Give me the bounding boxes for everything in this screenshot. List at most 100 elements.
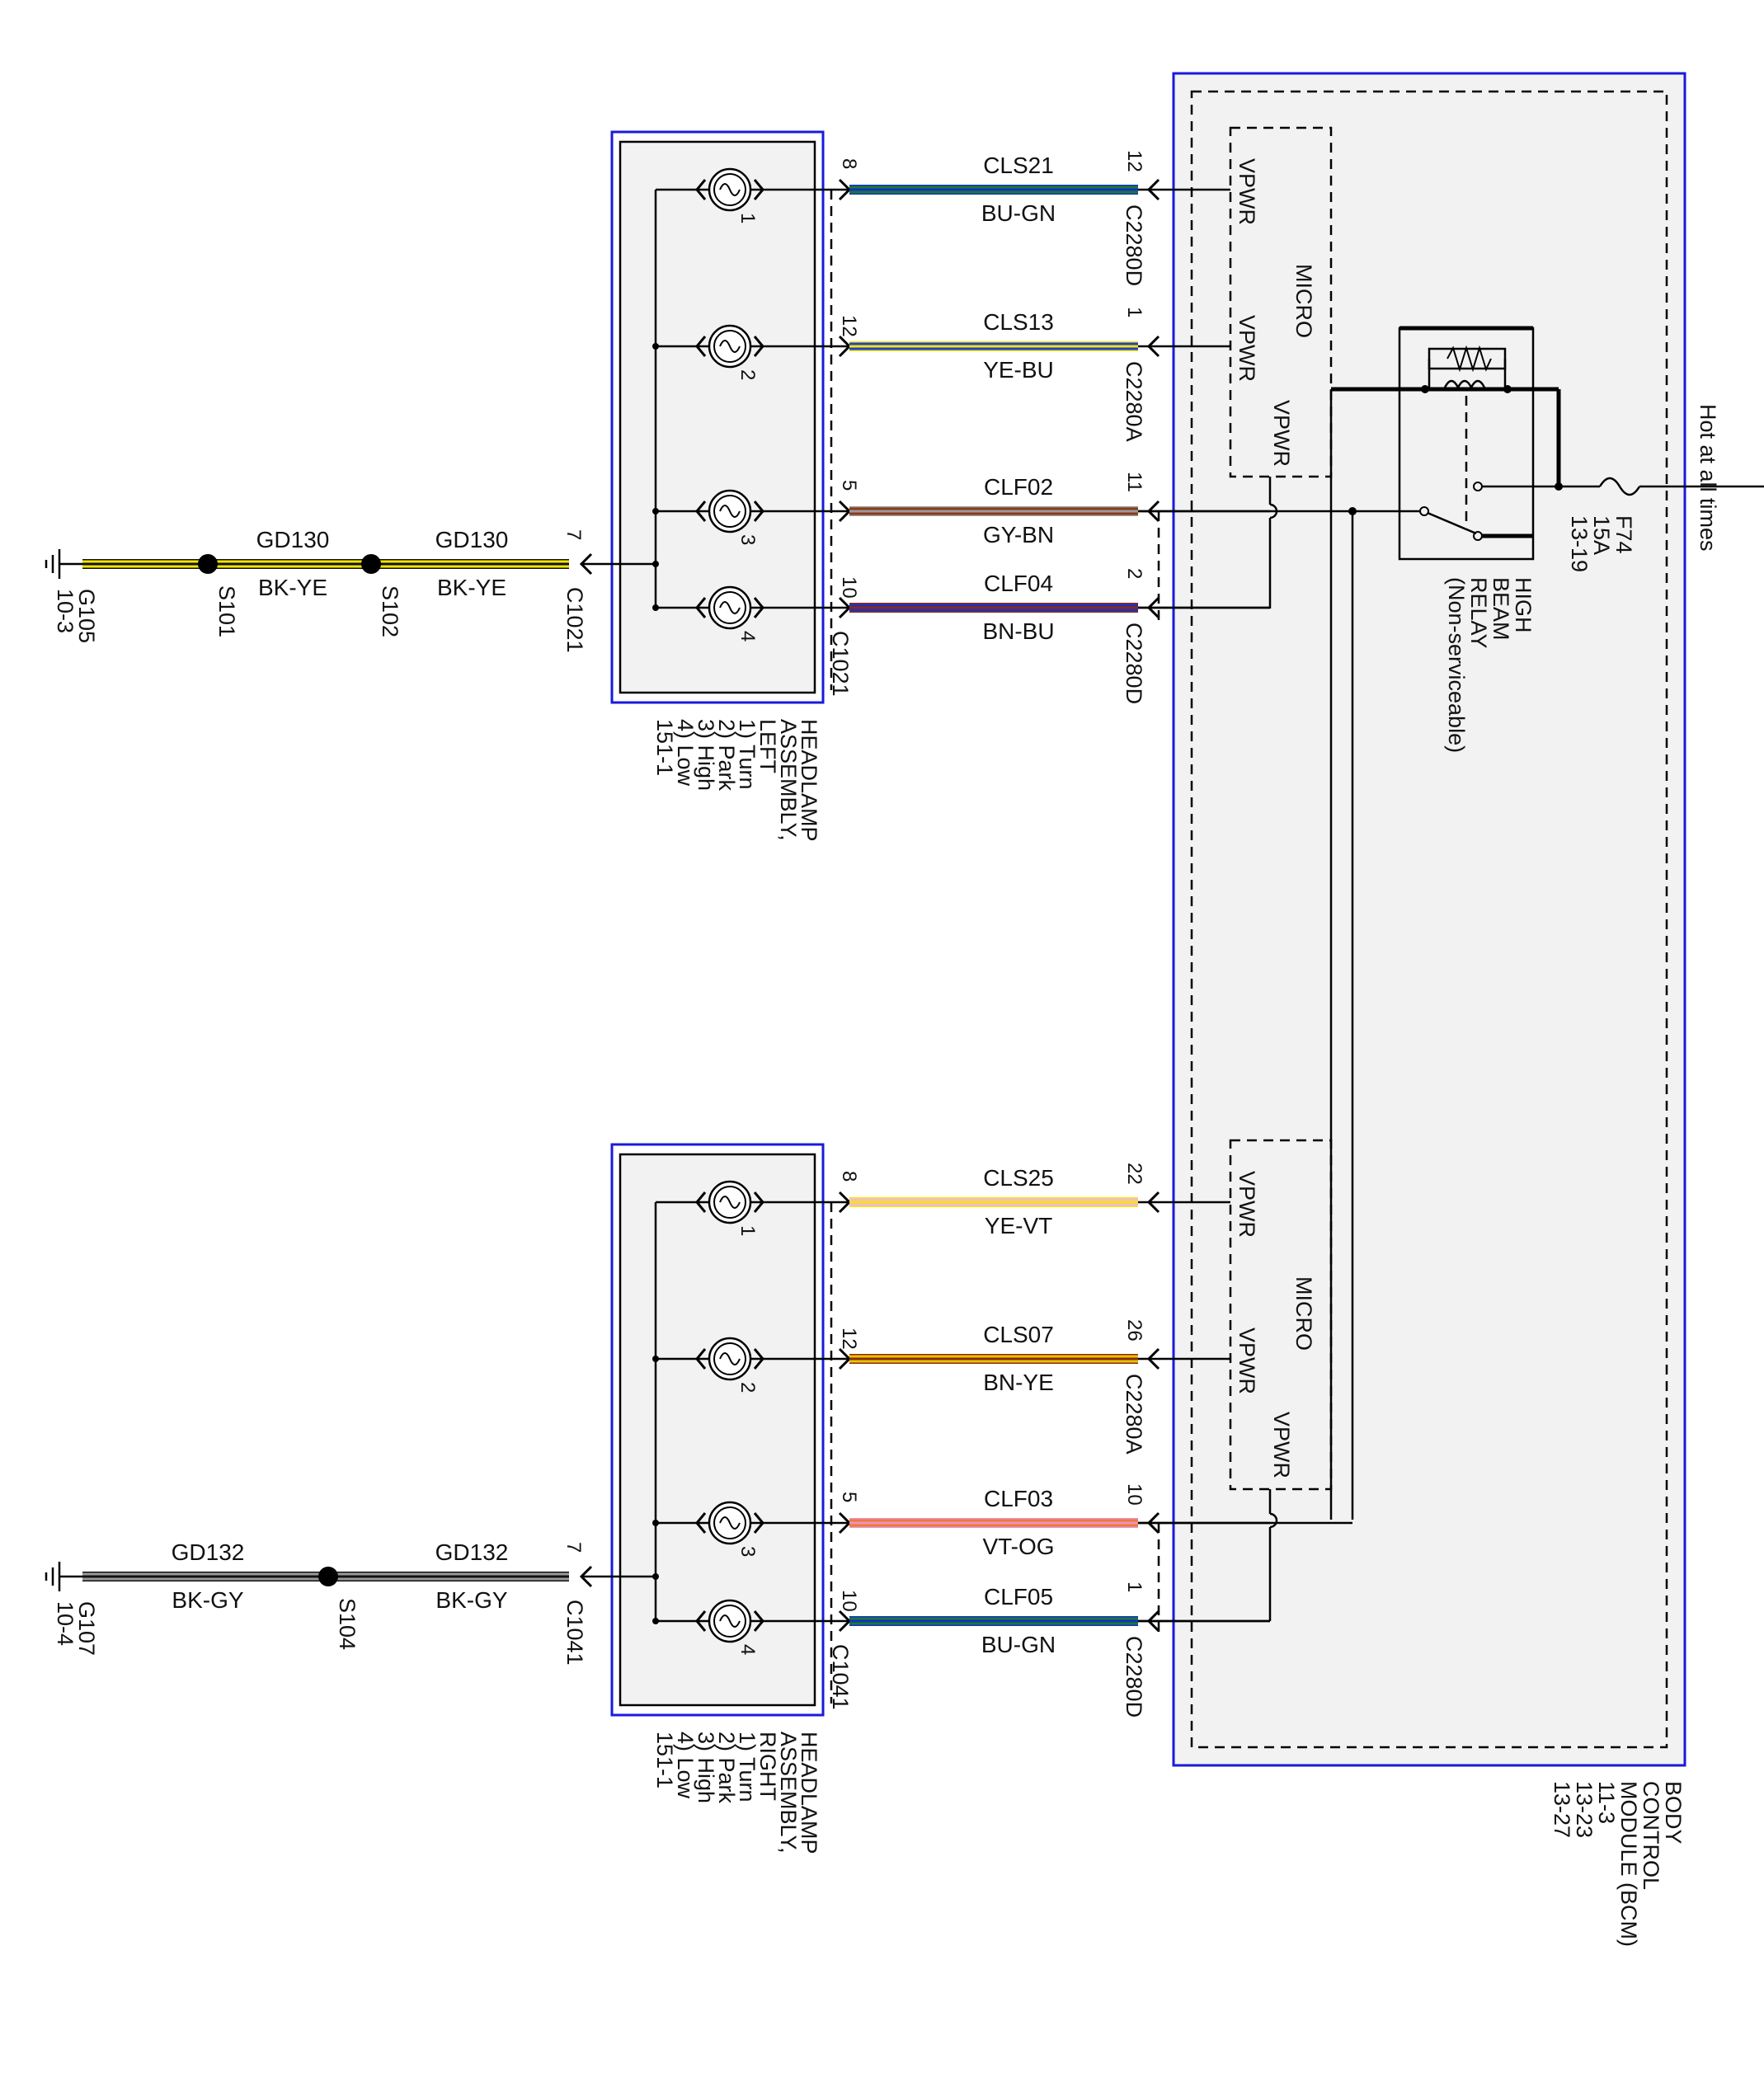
bcm-pin-number: 22 xyxy=(1123,1163,1145,1185)
lamp-title-line: HEADLAMP xyxy=(797,719,821,842)
wire-circuit-label: CLF04 xyxy=(984,571,1053,596)
wire-color-label: VT-OG xyxy=(982,1534,1054,1559)
ground-icon xyxy=(45,549,82,579)
bulb-number: 3 xyxy=(736,1546,759,1557)
vpwr-label: VPWR xyxy=(1269,1412,1294,1478)
lamp-title-line: 151-1 xyxy=(652,1732,677,1788)
micro-block-upper xyxy=(1229,126,1333,478)
wire-color-label: BU-GN xyxy=(981,200,1056,226)
lamp-pin-number: 10 xyxy=(838,1590,860,1612)
high-beam-relay: HIGH BEAM RELAY (Non-serviceable) xyxy=(1331,326,1561,753)
svg-text:F74: F74 xyxy=(1611,515,1636,554)
lamp-title-line: ASSEMBLY, xyxy=(776,719,801,841)
ground-ref-label: 10-3 xyxy=(53,589,78,633)
ground-circuit-label: GD132 xyxy=(172,1539,245,1565)
lamp-title-line: 151-1 xyxy=(652,719,677,776)
bulb-number: 4 xyxy=(736,631,759,641)
bulb-icon xyxy=(695,324,764,369)
pin-arrow-icon xyxy=(579,1565,593,1588)
bulb-icon xyxy=(695,167,764,212)
svg-text:13-27: 13-27 xyxy=(1550,1781,1574,1838)
micro-label-lower: MICRO xyxy=(1291,1276,1316,1351)
bcm-pin-number: 2 xyxy=(1123,568,1145,579)
wire-circuit-label: CLS07 xyxy=(983,1322,1054,1347)
splice-label: S104 xyxy=(335,1598,360,1650)
svg-text:15A: 15A xyxy=(1589,515,1614,555)
svg-text:RELAY: RELAY xyxy=(1466,577,1491,649)
headlamp-assembly-right: 12347C1041C1041HEADLAMPASSEMBLY,RIGHT1) … xyxy=(562,1143,853,1854)
bcm-connector-label: C2280A xyxy=(1122,1374,1146,1455)
svg-text:CONTROL: CONTROL xyxy=(1639,1781,1663,1890)
svg-text:BEAM: BEAM xyxy=(1489,577,1513,641)
bcm-connector-label: C2280D xyxy=(1122,1636,1146,1718)
bulb-icon xyxy=(695,585,764,630)
svg-text:13-23: 13-23 xyxy=(1572,1781,1597,1838)
bulb-number: 1 xyxy=(736,1225,759,1236)
fuse-f74: F74 15A 13-19 Hot at all times xyxy=(1555,404,1764,572)
vpwr-label: VPWR xyxy=(1235,158,1259,225)
bcm-pin-number: 10 xyxy=(1123,1483,1145,1506)
lamp-outline xyxy=(610,130,825,704)
wire-color-label: YE-BU xyxy=(983,357,1054,383)
ground-color-label: BK-YE xyxy=(258,575,327,600)
ground-circuit-label: GD130 xyxy=(256,527,330,552)
bcm-pin-number: 12 xyxy=(1123,150,1145,172)
lamp-pin-number: 5 xyxy=(838,1492,860,1502)
micro-block-lower xyxy=(1229,1139,1333,1491)
lamp-pin-number: 5 xyxy=(838,480,860,491)
bulb-number: 2 xyxy=(736,369,759,380)
wire-circuit-label: CLF02 xyxy=(984,474,1053,500)
bcm-pin-number: 1 xyxy=(1123,307,1145,317)
ground-color-label: BK-GY xyxy=(435,1587,507,1613)
wire-color-label: YE-VT xyxy=(985,1213,1052,1238)
bulb-number: 2 xyxy=(736,1382,759,1393)
splice-icon xyxy=(318,1567,338,1586)
fuse-title: F74 15A 13-19 xyxy=(1567,515,1636,572)
wire-circuit-label: CLF05 xyxy=(984,1584,1053,1610)
lamp-title-line: 1) Turn xyxy=(735,719,760,790)
bcm-pin-number: 26 xyxy=(1123,1319,1145,1342)
bcm-dashed-border xyxy=(1190,90,1668,1749)
lamp-title-line: ASSEMBLY, xyxy=(776,1732,801,1854)
bulb-number: 4 xyxy=(736,1644,759,1655)
fuse-symbol xyxy=(1598,477,1641,496)
bulb-icon xyxy=(695,489,764,533)
lamp-pin-number: 8 xyxy=(838,1171,860,1182)
splice-label: S102 xyxy=(378,585,402,637)
lamp-title-line: 3) High xyxy=(694,719,718,791)
wire-circuit-label: CLS25 xyxy=(983,1165,1054,1191)
svg-text:(Non-serviceable): (Non-serviceable) xyxy=(1444,577,1469,753)
bcm-pin-number: 1 xyxy=(1123,1581,1145,1592)
splice-icon xyxy=(361,554,381,574)
lamp-title-line: RIGHT xyxy=(755,1732,780,1801)
svg-text:BODY: BODY xyxy=(1661,1781,1686,1845)
lamp-title-line: 4) Low xyxy=(673,1732,698,1799)
bulb-icon xyxy=(695,1501,764,1545)
relay-box xyxy=(1398,327,1535,561)
pin-arrow-icon xyxy=(1146,335,1160,358)
vpwr-label: VPWR xyxy=(1269,400,1294,467)
ground-pin-number: 7 xyxy=(562,529,585,540)
pin-arrow-icon xyxy=(1146,1347,1160,1370)
bcm-outline xyxy=(1172,72,1686,1767)
bulb-number: 3 xyxy=(736,534,759,545)
ground-label: G107 xyxy=(74,1601,99,1656)
relay-title: HIGH BEAM RELAY (Non-serviceable) xyxy=(1444,577,1536,753)
wire-color-label: BU-GN xyxy=(981,1632,1056,1657)
bcm-connector-label: C2280D xyxy=(1122,204,1146,286)
splice-label: S101 xyxy=(214,585,239,637)
lamp-connector-label: C1041 xyxy=(828,1644,853,1710)
bcm-title: BODY CONTROL MODULE (BCM) 11-3 13-23 13-… xyxy=(1550,1781,1686,1947)
bcm-pin-number: 11 xyxy=(1123,472,1145,492)
lamp-title-line: 3) High xyxy=(694,1732,718,1803)
lamp-title-line: 4) Low xyxy=(673,719,698,787)
vpwr-label: VPWR xyxy=(1235,1171,1259,1238)
ground-color-label: BK-YE xyxy=(437,575,506,600)
